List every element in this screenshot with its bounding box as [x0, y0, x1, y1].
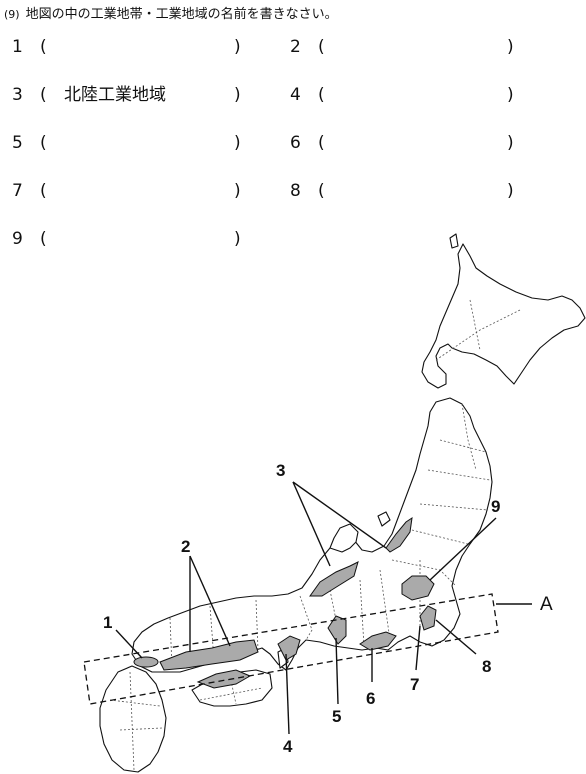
- open-paren: (: [40, 85, 47, 105]
- belt-a-boundary: [83, 593, 499, 705]
- open-paren: (: [40, 181, 47, 201]
- close-paren: ): [234, 133, 241, 153]
- answer-number: 2: [290, 37, 301, 57]
- open-paren: (: [40, 229, 47, 249]
- question-text: 地図の中の工業地帯・工業地域の名前を書きなさい。: [25, 7, 338, 22]
- question-prompt: (9) 地図の中の工業地帯・工業地域の名前を書きなさい。: [4, 3, 338, 22]
- answer-row-9: 9 ( ): [12, 228, 262, 250]
- region-7: [419, 605, 437, 631]
- answer-number: 3: [12, 85, 23, 105]
- close-paren: ): [507, 37, 514, 57]
- answer-number: 1: [12, 37, 23, 57]
- answer-row-3: 3 ( 北陸工業地域 ): [12, 84, 262, 106]
- small-island: [449, 233, 459, 249]
- region-3a: [309, 561, 359, 597]
- answer-row-7: 7 ( ): [12, 180, 262, 202]
- map-label-8: 8: [482, 657, 491, 676]
- close-paren: ): [507, 85, 514, 105]
- region-4: [277, 635, 301, 661]
- open-paren: (: [318, 37, 325, 57]
- region-2: [159, 639, 259, 671]
- answer-row-2: 2 ( ): [290, 36, 540, 58]
- answer-row-5: 5 ( ): [12, 132, 262, 154]
- map-label-5: 5: [332, 707, 341, 726]
- answer-row-4: 4 ( ): [290, 84, 540, 106]
- answer-row-8: 8 ( ): [290, 180, 540, 202]
- open-paren: (: [40, 37, 47, 57]
- close-paren: ): [507, 181, 514, 201]
- honshu-island: [131, 397, 493, 673]
- open-paren: (: [318, 85, 325, 105]
- map-label-3: 3: [276, 461, 285, 480]
- sado-island: [377, 511, 391, 527]
- answer-field[interactable]: 北陸工業地域: [64, 85, 166, 105]
- hokkaido-island: [421, 243, 586, 389]
- answer-number: 4: [290, 85, 301, 105]
- map-label-4: 4: [283, 737, 293, 756]
- noto-peninsula: [329, 523, 359, 553]
- answer-number: 8: [290, 181, 301, 201]
- close-paren: ): [234, 37, 241, 57]
- close-paren: ): [507, 133, 514, 153]
- region-6: [359, 631, 397, 651]
- map-label-a: A: [540, 594, 553, 615]
- leader-lines: [115, 481, 532, 735]
- map-label-7: 7: [410, 675, 419, 694]
- answer-row-6: 6 ( ): [290, 132, 540, 154]
- map-label-9: 9: [491, 497, 500, 516]
- map-label-6: 6: [366, 689, 375, 708]
- close-paren: ): [234, 85, 241, 105]
- close-paren: ): [234, 181, 241, 201]
- region-3b: [385, 516, 413, 553]
- answer-row-1: 1 ( ): [12, 36, 262, 58]
- kyushu-island: [99, 665, 167, 773]
- map-label-2: 2: [181, 537, 190, 556]
- industrial-regions: [133, 516, 437, 689]
- region-1: [133, 656, 159, 668]
- answer-number: 6: [290, 133, 301, 153]
- region-9: [401, 575, 435, 601]
- answer-number: 5: [12, 133, 23, 153]
- map-label-1: 1: [103, 613, 112, 632]
- close-paren: ): [234, 229, 241, 249]
- open-paren: (: [318, 133, 325, 153]
- open-paren: (: [40, 133, 47, 153]
- answer-number: 7: [12, 181, 23, 201]
- answer-number: 9: [12, 229, 23, 249]
- open-paren: (: [318, 181, 325, 201]
- question-number: (9): [4, 8, 20, 21]
